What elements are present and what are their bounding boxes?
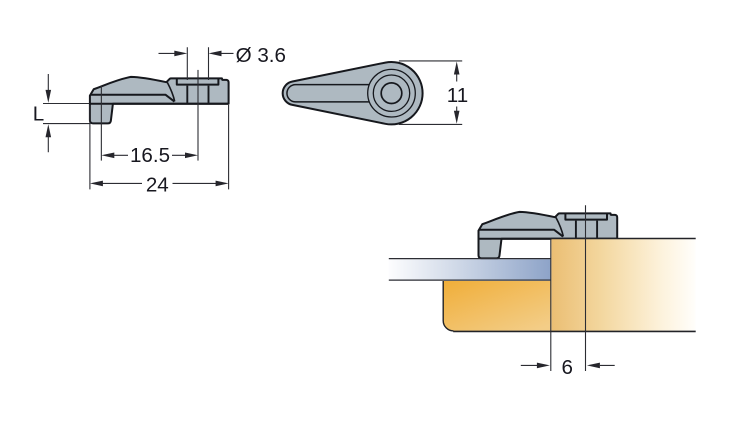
svg-text:24: 24 <box>146 173 169 196</box>
svg-text:L: L <box>33 103 44 126</box>
svg-text:11: 11 <box>447 84 468 107</box>
svg-text:Ø 3.6: Ø 3.6 <box>236 44 286 67</box>
svg-text:6: 6 <box>561 356 572 379</box>
svg-text:16.5: 16.5 <box>130 144 170 167</box>
